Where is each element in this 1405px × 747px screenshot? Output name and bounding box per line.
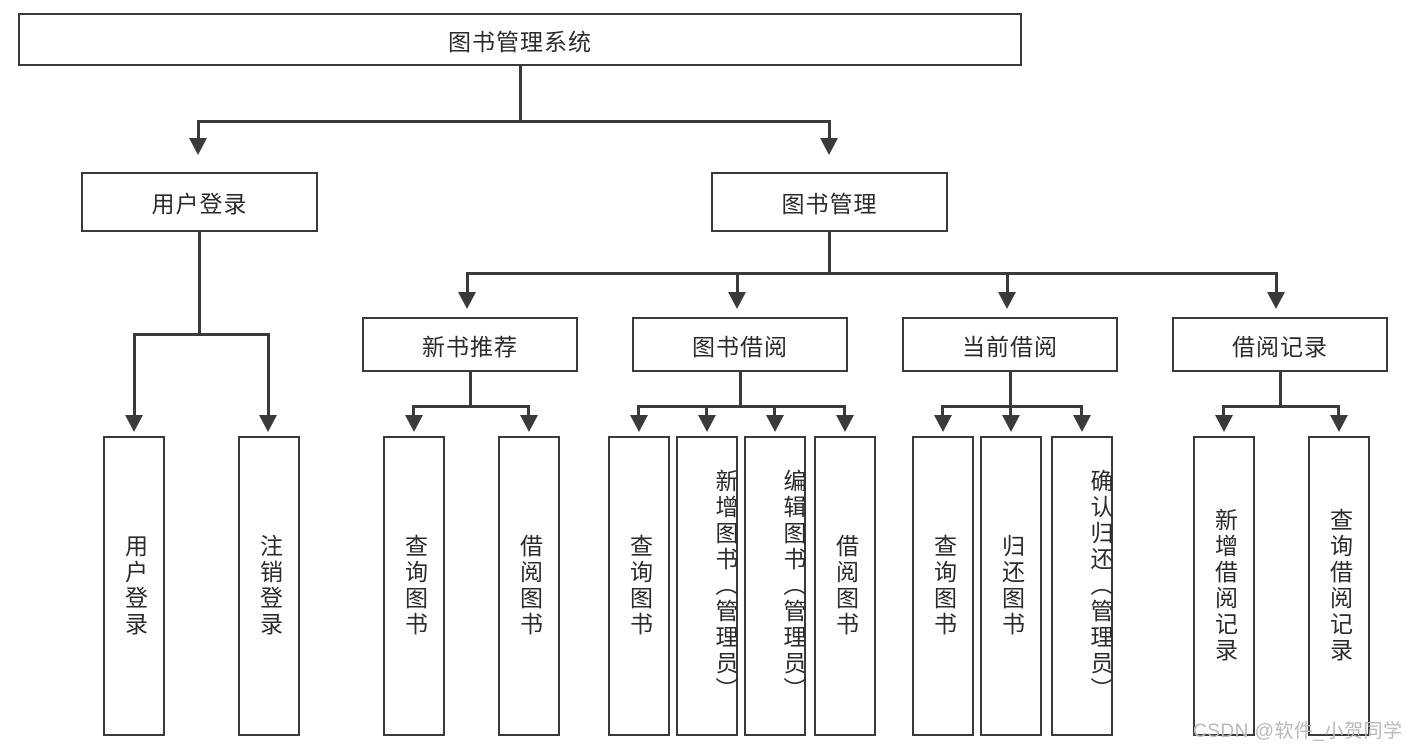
node-label: 借阅图书: [832, 534, 859, 638]
leaf-borrow-book-newbook[interactable]: 借阅图书: [498, 436, 560, 736]
connector-login-bus: [133, 333, 270, 336]
node-root-book-management-system[interactable]: 图书管理系统: [18, 13, 1022, 66]
connector-borrowrecords-stem: [1279, 372, 1282, 408]
connector-bookmgmt-to-child-3: [1006, 272, 1009, 294]
connector-currentborrow-bus: [941, 405, 1083, 408]
connector-root-to-bookmgmt: [828, 120, 831, 140]
connector-login-to-leaf-1: [133, 333, 136, 418]
arrowhead-currentborrow-to-leaf-1: [934, 415, 952, 432]
leaf-borrow-book-borrow[interactable]: 借阅图书: [814, 436, 876, 736]
arrowhead-bookborrow-to-leaf-4: [836, 415, 854, 432]
arrowhead-bookmgmt-to-child-2: [728, 292, 746, 309]
connector-bookborrow-to-leaf-2: [705, 405, 708, 417]
leaf-add-borrow-record[interactable]: 新增借阅记录: [1193, 436, 1255, 736]
arrowhead-bookborrow-to-leaf-2: [698, 415, 716, 432]
csdn-watermark: CSDN @软件_小贺同学: [1193, 716, 1402, 743]
connector-bookborrow-to-leaf-4: [843, 405, 846, 417]
arrowhead-bookmgmt-to-child-3: [998, 292, 1016, 309]
connector-bookborrow-stem: [739, 372, 742, 408]
node-label: 借阅记录: [1232, 333, 1328, 360]
leaf-confirm-return-admin[interactable]: 确认归还（管理员）: [1051, 436, 1113, 736]
connector-newbook-to-leaf-1: [412, 405, 415, 417]
node-label: 查询图书: [401, 534, 428, 638]
connector-bookborrow-to-leaf-3: [773, 405, 776, 417]
leaf-edit-book-admin[interactable]: 编辑图书（管理员）: [744, 436, 806, 736]
leaf-query-book-newbook[interactable]: 查询图书: [383, 436, 445, 736]
connector-bookmgmt-stem: [828, 232, 831, 275]
connector-root-bus: [197, 120, 831, 123]
connector-bookmgmt-to-child-1: [466, 272, 469, 294]
node-current-borrow[interactable]: 当前借阅: [902, 317, 1118, 372]
node-label: 查询图书: [930, 534, 957, 638]
connector-currentborrow-to-leaf-1: [941, 405, 944, 417]
connector-borrowrecords-to-leaf-2: [1337, 405, 1340, 417]
watermark-text: CSDN @软件_小贺同学: [1193, 721, 1403, 742]
connector-bookborrow-to-leaf-1: [637, 405, 640, 417]
node-borrow-records[interactable]: 借阅记录: [1172, 317, 1388, 372]
node-label: 确认归还（管理员）: [1087, 469, 1113, 703]
leaf-query-book-borrow[interactable]: 查询图书: [608, 436, 670, 736]
arrowhead-borrowrecords-to-leaf-1: [1215, 415, 1233, 432]
arrowhead-bookmgmt-to-child-1: [458, 292, 476, 309]
node-label: 注销登录: [256, 534, 283, 638]
node-label: 新书推荐: [422, 333, 518, 360]
arrowhead-root-to-bookmgmt: [820, 138, 838, 155]
node-label: 借阅图书: [516, 534, 543, 638]
arrowhead-bookmgmt-to-child-4: [1267, 292, 1285, 309]
connector-root-to-login: [197, 120, 200, 140]
arrowhead-currentborrow-to-leaf-2: [1002, 415, 1020, 432]
node-label: 新增图书（管理员）: [712, 469, 738, 703]
connector-bookmgmt-to-child-2: [736, 272, 739, 294]
node-label: 编辑图书（管理员）: [780, 469, 806, 703]
connector-borrowrecords-bus: [1222, 405, 1340, 408]
node-label: 图书管理: [781, 191, 878, 217]
arrowhead-bookborrow-to-leaf-1: [630, 415, 648, 432]
leaf-return-book[interactable]: 归还图书: [980, 436, 1042, 736]
connector-login-to-leaf-2: [267, 333, 270, 418]
leaf-add-book-admin[interactable]: 新增图书（管理员）: [676, 436, 738, 736]
node-label: 图书管理系统: [448, 28, 592, 55]
connector-newbook-stem: [469, 372, 472, 408]
arrowhead-currentborrow-to-leaf-3: [1073, 415, 1091, 432]
arrowhead-bookborrow-to-leaf-3: [766, 415, 784, 432]
connector-newbook-to-leaf-2: [527, 405, 530, 417]
node-label: 当前借阅: [962, 333, 1058, 360]
node-label: 新增借阅记录: [1211, 508, 1238, 664]
node-label: 归还图书: [998, 534, 1025, 638]
leaf-query-book-current[interactable]: 查询图书: [912, 436, 974, 736]
node-label: 用户登录: [151, 191, 248, 217]
leaf-user-login[interactable]: 用户登录: [103, 436, 165, 736]
node-label: 图书借阅: [692, 333, 788, 360]
node-book-borrow[interactable]: 图书借阅: [632, 317, 848, 372]
arrowhead-login-to-leaf-1: [125, 415, 143, 432]
connector-currentborrow-stem: [1009, 372, 1012, 408]
arrowhead-newbook-to-leaf-1: [405, 415, 423, 432]
node-new-book-recommend[interactable]: 新书推荐: [362, 317, 578, 372]
connector-bookmgmt-bus: [466, 272, 1278, 275]
node-book-management[interactable]: 图书管理: [711, 172, 948, 232]
connector-newbook-bus: [412, 405, 530, 408]
node-label: 查询借阅记录: [1326, 508, 1353, 664]
connector-bookborrow-bus: [637, 405, 846, 408]
node-label: 用户登录: [121, 534, 148, 638]
connector-borrowrecords-to-leaf-1: [1222, 405, 1225, 417]
arrowhead-borrowrecords-to-leaf-2: [1330, 415, 1348, 432]
connector-root-stem: [519, 66, 522, 122]
arrowhead-newbook-to-leaf-2: [520, 415, 538, 432]
node-label: 查询图书: [626, 534, 653, 638]
arrowhead-root-to-login: [189, 138, 207, 155]
leaf-logout[interactable]: 注销登录: [238, 436, 300, 736]
connector-login-stem: [198, 232, 201, 336]
node-user-login[interactable]: 用户登录: [81, 172, 318, 232]
connector-currentborrow-to-leaf-2: [1009, 405, 1012, 417]
leaf-query-borrow-record[interactable]: 查询借阅记录: [1308, 436, 1370, 736]
arrowhead-login-to-leaf-2: [259, 415, 277, 432]
connector-currentborrow-to-leaf-3: [1080, 405, 1083, 417]
connector-bookmgmt-to-child-4: [1275, 272, 1278, 294]
